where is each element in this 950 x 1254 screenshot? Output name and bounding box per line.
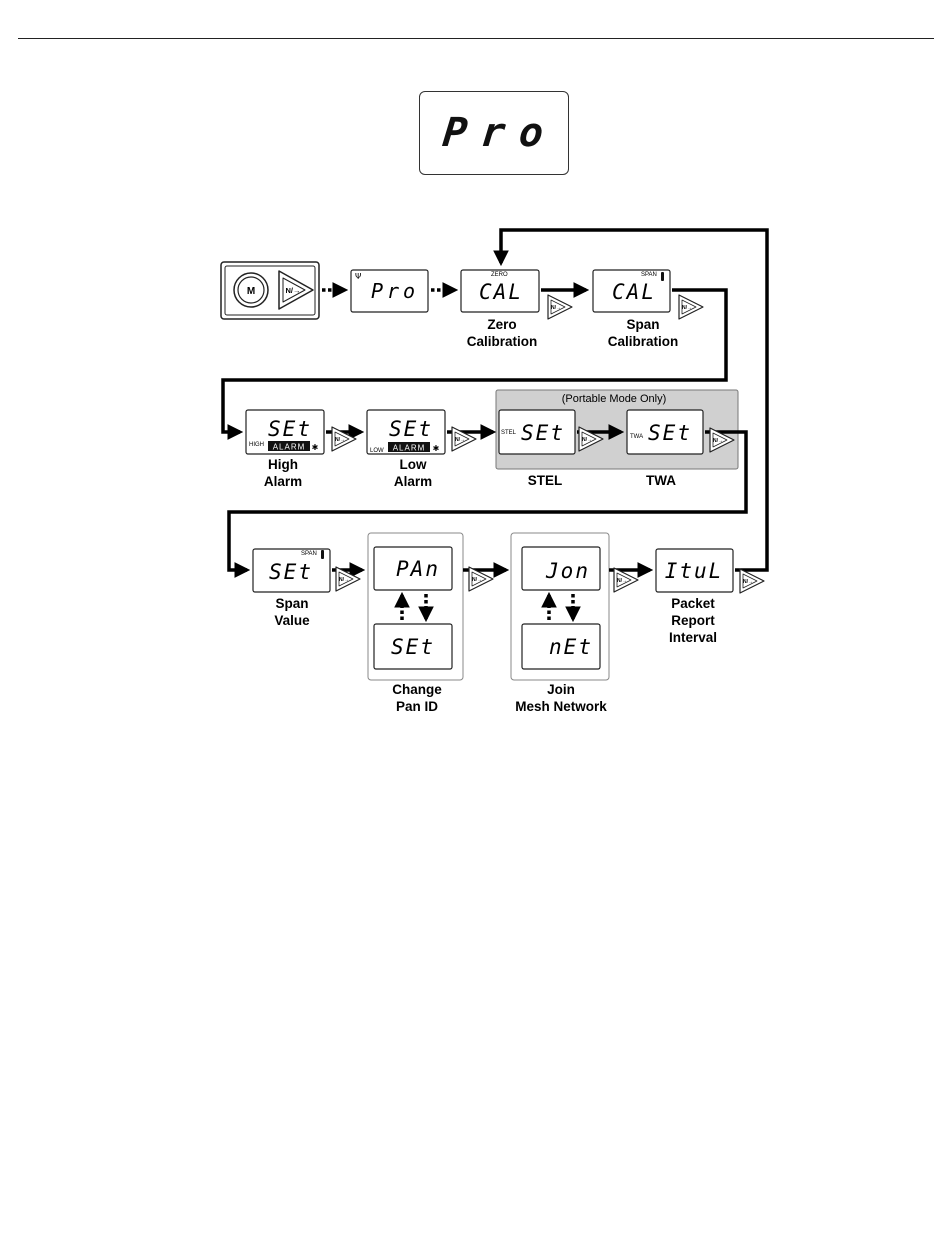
cylinder-icon xyxy=(321,550,324,559)
join-bottom-text: nEt xyxy=(549,635,593,659)
flow-arrow xyxy=(227,430,748,578)
next-key-icon-label: N/→ xyxy=(713,438,723,444)
span-value-caption-2: Value xyxy=(274,613,310,628)
zero-cal-screen: ZERO CAL xyxy=(460,269,540,313)
portable-mode-title: (Portable Mode Only) xyxy=(562,393,667,405)
next-key-icon: N/→ xyxy=(331,426,357,452)
low-alarm-caption-1: Low xyxy=(400,457,427,472)
span-cal-text: CAL xyxy=(612,280,656,304)
hero-lcd-display: Pro xyxy=(419,91,569,175)
next-key-icon: N/→ xyxy=(578,426,604,452)
cylinder-icon xyxy=(661,272,664,281)
low-alarm-text: SEt xyxy=(389,417,433,441)
mode-key[interactable]: M xyxy=(233,272,269,308)
change-pan-caption-2: Pan ID xyxy=(396,699,438,714)
low-indicator: LOW xyxy=(370,448,384,454)
interval-text: ItuL xyxy=(665,559,724,583)
high-alarm-banner: ALARM xyxy=(273,443,306,452)
zero-cal-caption-2: Calibration xyxy=(467,334,538,349)
zero-cal-caption-1: Zero xyxy=(487,317,516,332)
twa-indicator: TWA xyxy=(630,434,643,440)
span-value-caption-1: Span xyxy=(275,596,308,611)
high-alarm-caption-1: High xyxy=(268,457,298,472)
span-value-screen: SPAN SEt xyxy=(252,548,331,593)
stel-screen: STEL SEt xyxy=(498,409,576,455)
zero-cal-text: CAL xyxy=(479,280,523,304)
packet-interval-caption-1: Packet xyxy=(671,596,715,611)
next-key-icon: N/→ xyxy=(739,568,765,594)
stel-indicator: STEL xyxy=(501,430,517,436)
next-key[interactable]: N/→ xyxy=(278,270,314,310)
pan-top-screen: PAn xyxy=(373,546,453,591)
bell-icon: ✱ xyxy=(312,443,319,452)
mode-key-label: M xyxy=(247,286,255,297)
keypad-block: M N/→ xyxy=(220,261,320,320)
twa-caption: TWA xyxy=(646,473,676,488)
next-key-icon: N/→ xyxy=(613,567,639,593)
pan-bottom-screen: SEt xyxy=(373,623,453,670)
span-indicator: SPAN xyxy=(641,272,657,278)
next-key-icon: N/→ xyxy=(678,294,704,320)
low-alarm-screen: SEt LOW ALARM ✱ xyxy=(366,409,446,455)
next-key-icon-label: N/→ xyxy=(472,577,482,583)
join-top-text: Jon xyxy=(545,559,590,583)
span-value-text: SEt xyxy=(269,560,313,584)
next-key-icon-label: N/→ xyxy=(339,577,349,583)
next-key-icon-label: N/→ xyxy=(582,437,592,443)
change-pan-caption-1: Change xyxy=(392,682,442,697)
twa-text: SEt xyxy=(648,421,692,445)
pan-top-text: PAn xyxy=(396,557,440,581)
next-key-icon-label: N/→ xyxy=(743,579,753,585)
join-mesh-caption-1: Join xyxy=(547,682,575,697)
pan-bottom-text: SEt xyxy=(391,635,435,659)
next-key-icon: N/→ xyxy=(709,427,735,453)
next-key-icon-label: N/→ xyxy=(335,437,345,443)
join-mesh-caption-2: Mesh Network xyxy=(515,699,607,714)
high-alarm-caption-2: Alarm xyxy=(264,474,302,489)
next-key-icon-label: N/→ xyxy=(617,578,627,584)
stel-caption: STEL xyxy=(528,473,563,488)
bell-icon: ✱ xyxy=(433,444,440,453)
next-key-label: N/→ xyxy=(286,286,301,295)
span-cal-caption-2: Calibration xyxy=(608,334,679,349)
high-alarm-text: SEt xyxy=(268,417,312,441)
zero-indicator: ZERO xyxy=(491,272,508,278)
span-cal-caption-1: Span xyxy=(626,317,659,332)
loop-back-arrow xyxy=(493,228,769,572)
next-key-icon: N/→ xyxy=(468,566,494,592)
high-alarm-screen: SEt HIGH ALARM ✱ xyxy=(245,409,325,455)
high-indicator: HIGH xyxy=(249,442,264,448)
header-rule xyxy=(18,38,934,39)
next-key-icon: N/→ xyxy=(335,566,361,592)
low-alarm-banner: ALARM xyxy=(393,444,426,453)
low-alarm-caption-2: Alarm xyxy=(394,474,432,489)
pro-screen: Ψ Pro xyxy=(350,269,429,313)
twa-screen: TWA SEt xyxy=(626,409,704,455)
span-value-indicator: SPAN xyxy=(301,551,317,557)
interval-screen: ItuL xyxy=(655,548,734,593)
flow-arrow xyxy=(221,288,728,440)
next-key-icon: N/→ xyxy=(451,426,477,452)
pro-screen-text: Pro xyxy=(371,279,419,303)
packet-interval-caption-3: Interval xyxy=(669,630,717,645)
next-key-icon-label: N/→ xyxy=(551,305,561,311)
next-key-icon-label: N/→ xyxy=(455,437,465,443)
next-key-icon: N/→ xyxy=(547,294,573,320)
span-cal-screen: SPAN CAL xyxy=(592,269,671,313)
join-bottom-screen: nEt xyxy=(521,623,601,670)
join-top-screen: Jon xyxy=(521,546,601,591)
next-key-icon-label: N/→ xyxy=(682,305,692,311)
antenna-icon: Ψ xyxy=(355,272,361,281)
stel-text: SEt xyxy=(521,421,565,445)
packet-interval-caption-2: Report xyxy=(671,613,715,628)
